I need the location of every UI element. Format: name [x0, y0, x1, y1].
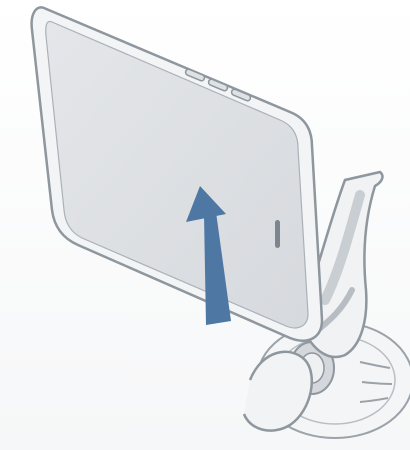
- phone-side-key: [275, 220, 280, 248]
